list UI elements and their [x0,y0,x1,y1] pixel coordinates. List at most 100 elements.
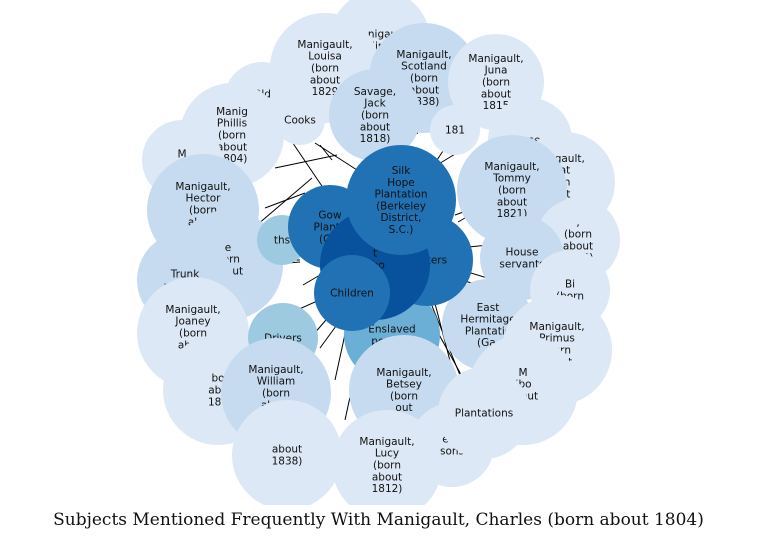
node-label-line: Hope [387,177,414,189]
node-label-line: (Berkeley [376,200,426,212]
node-label-line: about [409,84,439,96]
node-label-line: Silk [392,165,411,177]
node-bubble [232,400,342,505]
node-label-line: (born [390,390,418,402]
node-children[interactable]: Children [314,255,390,331]
node-label-line: Plantations [455,408,513,420]
node-label-line: District, [380,212,421,224]
node-label-line: 1812) [372,483,403,495]
node-label-line: Manigault, [396,49,451,61]
node-label-line: (born [179,328,207,340]
node-label-line: Lucy [375,448,399,460]
subject-network-diagram: Manigault,JimManigault,Louisa(bornabout1… [137,0,620,505]
node-label: ths [274,235,290,247]
node-bubble [329,69,421,161]
node-bubble [457,135,567,245]
node-label-line: Plantation [374,189,427,201]
node-label-line: Manigault, [376,367,431,379]
node-label-line: Cooks [284,115,316,127]
node-label-line: Jack [363,98,386,110]
node-label-line: about [481,88,511,100]
node-bubble [438,367,530,459]
node-label-line: 1818) [360,133,391,145]
node-plantations[interactable]: Plantations [438,367,530,459]
node-label: 181 [445,125,465,137]
node-label-line: East [477,302,500,314]
node-label-line: (born [482,77,510,89]
node-label-line: (born [373,460,401,472]
node-bubble [275,95,325,145]
node-label-line: Plantatio [465,325,511,337]
node-label-line: Manig [216,106,248,118]
node-label-line: (born [361,110,389,122]
node-label-line: ths [274,235,290,247]
node-label-line: S.C.) [389,224,414,236]
node-label-line: Manigault, [484,161,539,173]
connection-line [302,274,321,286]
node-label-line: Tommy [492,173,531,185]
node-label-line: about [360,121,390,133]
node-label-line: M [518,367,527,379]
node-label: Cooks [284,115,316,127]
node-label-line: out [395,402,412,414]
node-label-line: at [560,165,571,177]
node-bubble [346,145,456,255]
node-label-line: , [576,217,579,229]
node-label: Plantations [455,408,513,420]
node-label-line: about [272,444,302,456]
node-label-line: 181 [445,125,465,137]
node-181[interactable]: 181 [430,105,480,155]
node-label-line: about [372,471,402,483]
node-label-line: Betsey [386,379,422,391]
node-label-line: Bi [565,279,575,291]
node-label-line: Savage, [354,86,396,98]
node-label-line: Manigault, [468,53,523,65]
connection-line [274,154,338,169]
node-label-line: t [373,248,377,260]
node-label-line: Hector [186,193,222,205]
node-label-line: Joaney [174,316,210,328]
node-bubble [332,410,442,505]
node-label-line: (born [498,185,526,197]
node-label-line: Children [330,288,374,300]
node-label-line: Manigault, [165,304,220,316]
node-label-line: Scotland [401,61,447,73]
node-label-line: (born [564,229,592,241]
node-label-line: Manigault, [529,321,584,333]
node-label-line: Phillis [217,118,247,130]
node-label-line: Gow [318,210,342,222]
node-label-line: bo [211,373,224,385]
node-cooks[interactable]: Cooks [275,95,325,145]
connection-line [264,192,306,209]
node-label-line: Manigault, [175,181,230,193]
node-label-line: William [257,376,295,388]
node-label-line: about [497,196,527,208]
node-label: Children [330,288,374,300]
node-label-line: (born [218,130,246,142]
node-bubble [430,105,480,155]
node-label-line: Louisa [308,51,342,63]
node-label-line: Juna [484,65,508,77]
node-label-line: 1829 [312,86,339,98]
subject-nodes: Manigault,JimManigault,Louisa(bornabout1… [137,0,620,505]
node-label-line: M [177,149,186,161]
node-label-line: about [217,141,247,153]
node-label-line: Manigault, [248,364,303,376]
node-label-line: e [225,242,231,254]
node-label-line: about [563,240,593,252]
